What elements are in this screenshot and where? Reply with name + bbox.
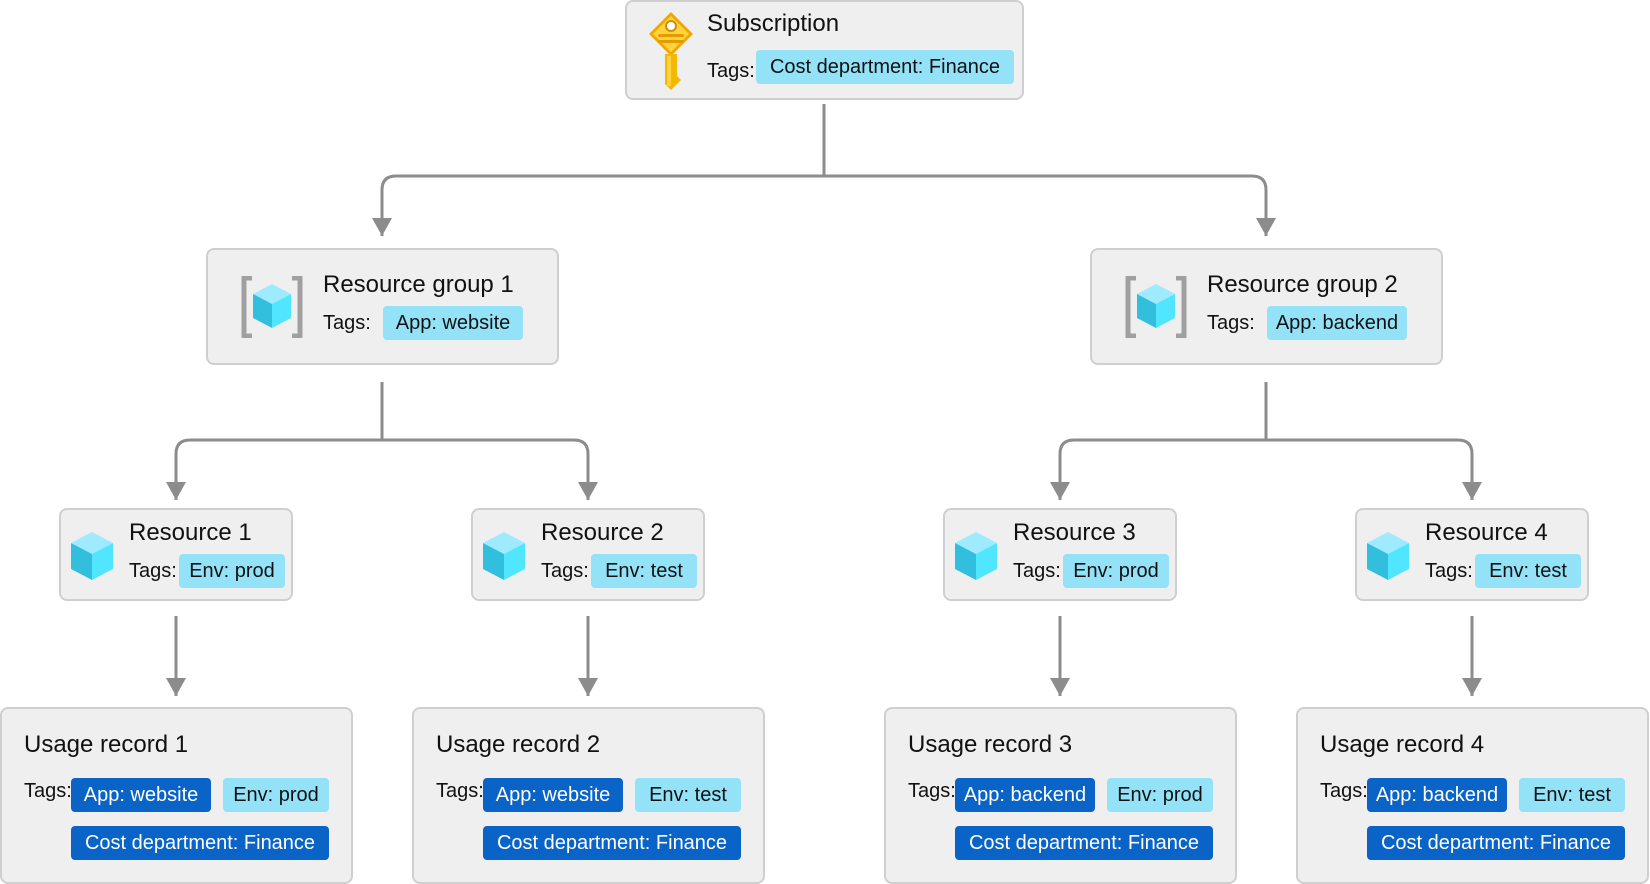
- resource-group-1-node: Resource group 1 Tags: App: website: [206, 248, 559, 365]
- resource-group-icon: [1124, 275, 1188, 343]
- usage-record-1-node: Usage record 1 Tags: App: website Env: p…: [0, 707, 353, 884]
- usage-record-4-tag-app: App: backend: [1367, 778, 1507, 812]
- usage-record-1-tags-label: Tags:: [24, 780, 72, 802]
- resource-4-tags-label: Tags:: [1425, 560, 1473, 582]
- subscription-node: Subscription Tags: Cost department: Fina…: [625, 0, 1024, 100]
- connector-group-2-to-resources: [1058, 382, 1474, 500]
- resource-4-tag-env: Env: test: [1475, 554, 1581, 588]
- resource-cube-icon: [953, 530, 999, 587]
- usage-record-4-tag-cost-department: Cost department: Finance: [1367, 826, 1625, 860]
- usage-record-1-title: Usage record 1: [24, 731, 189, 758]
- resource-group-2-title: Resource group 2: [1207, 271, 1398, 298]
- subscription-tag-cost-department: Cost department: Finance: [756, 50, 1014, 84]
- resource-2-node: Resource 2 Tags: Env: test: [471, 508, 705, 601]
- resource-1-tag-env: Env: prod: [179, 554, 285, 588]
- connector-group-1-to-resources: [174, 382, 590, 500]
- usage-record-2-tags-label: Tags:: [436, 780, 484, 802]
- resource-2-tag-env: Env: test: [591, 554, 697, 588]
- usage-record-1-tag-env: Env: prod: [223, 778, 329, 812]
- resource-3-tag-env: Env: prod: [1063, 554, 1169, 588]
- resource-2-tags-label: Tags:: [541, 560, 589, 582]
- resource-cube-icon: [69, 530, 115, 587]
- usage-record-1-tag-cost-department: Cost department: Finance: [71, 826, 329, 860]
- resource-3-title: Resource 3: [1013, 519, 1136, 546]
- subscription-tags-label: Tags:: [707, 60, 755, 82]
- usage-record-3-node: Usage record 3 Tags: App: backend Env: p…: [884, 707, 1237, 884]
- usage-record-2-node: Usage record 2 Tags: App: website Env: t…: [412, 707, 765, 884]
- resource-2-title: Resource 2: [541, 519, 664, 546]
- usage-record-4-node: Usage record 4 Tags: App: backend Env: t…: [1296, 707, 1649, 884]
- resource-group-2-node: Resource group 2 Tags: App: backend: [1090, 248, 1443, 365]
- usage-record-3-title: Usage record 3: [908, 731, 1073, 758]
- usage-record-2-tag-cost-department: Cost department: Finance: [483, 826, 741, 860]
- key-icon: [645, 10, 697, 95]
- resource-4-title: Resource 4: [1425, 519, 1548, 546]
- resource-group-icon: [240, 275, 304, 343]
- usage-record-2-tag-app: App: website: [483, 778, 623, 812]
- usage-record-4-title: Usage record 4: [1320, 731, 1485, 758]
- usage-record-3-tag-app: App: backend: [955, 778, 1095, 812]
- usage-record-4-tags-label: Tags:: [1320, 780, 1368, 802]
- resource-cube-icon: [481, 530, 527, 587]
- resource-4-node: Resource 4 Tags: Env: test: [1355, 508, 1589, 601]
- usage-record-4-tag-env: Env: test: [1519, 778, 1625, 812]
- connector-subscription-to-groups: [380, 104, 1268, 236]
- resource-group-2-tags-label: Tags:: [1207, 312, 1255, 334]
- usage-record-1-tag-app: App: website: [71, 778, 211, 812]
- usage-record-3-tags-label: Tags:: [908, 780, 956, 802]
- resource-group-1-tags-label: Tags:: [323, 312, 371, 334]
- resource-3-node: Resource 3 Tags: Env: prod: [943, 508, 1177, 601]
- resource-1-node: Resource 1 Tags: Env: prod: [59, 508, 293, 601]
- subscription-title: Subscription: [707, 10, 840, 37]
- usage-record-3-tag-env: Env: prod: [1107, 778, 1213, 812]
- resource-1-tags-label: Tags:: [129, 560, 177, 582]
- resource-group-2-tag-app: App: backend: [1267, 306, 1407, 340]
- resource-3-tags-label: Tags:: [1013, 560, 1061, 582]
- resource-1-title: Resource 1: [129, 519, 252, 546]
- usage-record-2-title: Usage record 2: [436, 731, 601, 758]
- resource-group-1-tag-app: App: website: [383, 306, 523, 340]
- usage-record-2-tag-env: Env: test: [635, 778, 741, 812]
- resource-group-1-title: Resource group 1: [323, 271, 514, 298]
- resource-cube-icon: [1365, 530, 1411, 587]
- usage-record-3-tag-cost-department: Cost department: Finance: [955, 826, 1213, 860]
